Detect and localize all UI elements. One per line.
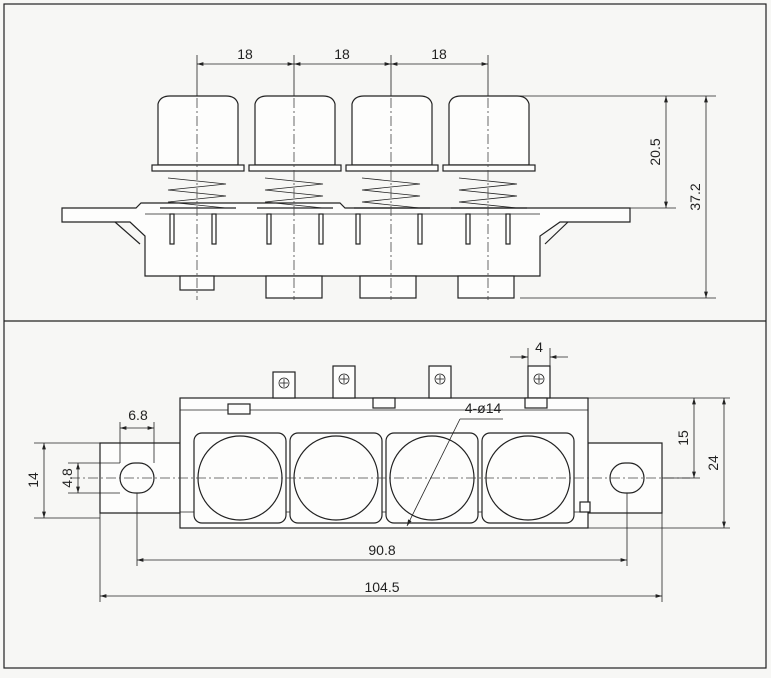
- bottom-post-4: [457, 275, 515, 299]
- outer-frame: [3, 3, 767, 669]
- overall-height-label: 24: [705, 455, 721, 471]
- mount-pitch-label: 90.8: [368, 542, 395, 558]
- hole-callout-label: 4-ø14: [465, 400, 502, 416]
- switch-body: [61, 202, 631, 277]
- pitch-label-1: 18: [237, 46, 253, 62]
- tab-width-label: 4: [535, 339, 543, 355]
- side-elevation-view: 18 18 18: [61, 46, 716, 300]
- overall-length-label: 104.5: [364, 579, 399, 595]
- bottom-post-3: [359, 275, 417, 299]
- flange-height-label: 14: [25, 472, 41, 488]
- push-button-3: [345, 95, 439, 245]
- terminal-tab-3: [428, 365, 452, 399]
- terminal-tab-2: [332, 365, 356, 399]
- terminal-tab-1: [272, 371, 296, 399]
- pitch-label-2: 18: [334, 46, 350, 62]
- pitch-label-3: 18: [431, 46, 447, 62]
- push-button-1: [151, 95, 245, 245]
- body-height-label: 15: [675, 430, 691, 446]
- slot-height-label: 4.8: [59, 468, 75, 488]
- total-height-label: 37.2: [687, 183, 703, 210]
- push-button-2: [248, 95, 342, 245]
- terminal-tab-4: [527, 365, 551, 399]
- slot-width-label: 6.8: [128, 407, 148, 423]
- cap-height-label: 20.5: [647, 138, 663, 165]
- bottom-plan-view: 4 4-ø14 6.8 4.8 14 15 24 90.8: [25, 339, 730, 602]
- push-button-4: [442, 95, 536, 245]
